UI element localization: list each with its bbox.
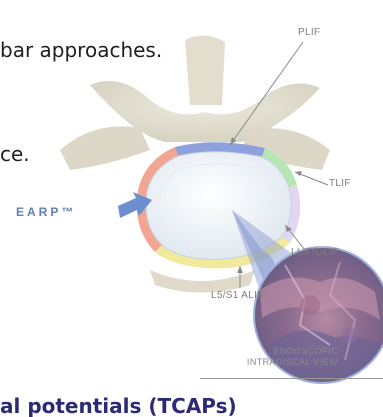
label-l5s1-alif: L5/S1 ALIF — [211, 290, 263, 301]
label-endoscopic-line-2: INTRADISCAL VIEW — [220, 357, 338, 368]
label-plif: PLIF — [298, 27, 320, 38]
label-tlif: TLIF — [329, 178, 351, 189]
label-endoscopic-line-1: ENDOSCOPIC — [220, 346, 338, 357]
section-heading: al potentials (TCAPs) — [0, 394, 237, 417]
label-llif-olif: LLIF/OLIF — [291, 247, 339, 258]
label-earp: EARP™ — [16, 205, 76, 219]
label-endoscopic-view: ENDOSCOPIC INTRADISCAL VIEW — [220, 346, 338, 368]
divider — [200, 378, 383, 379]
